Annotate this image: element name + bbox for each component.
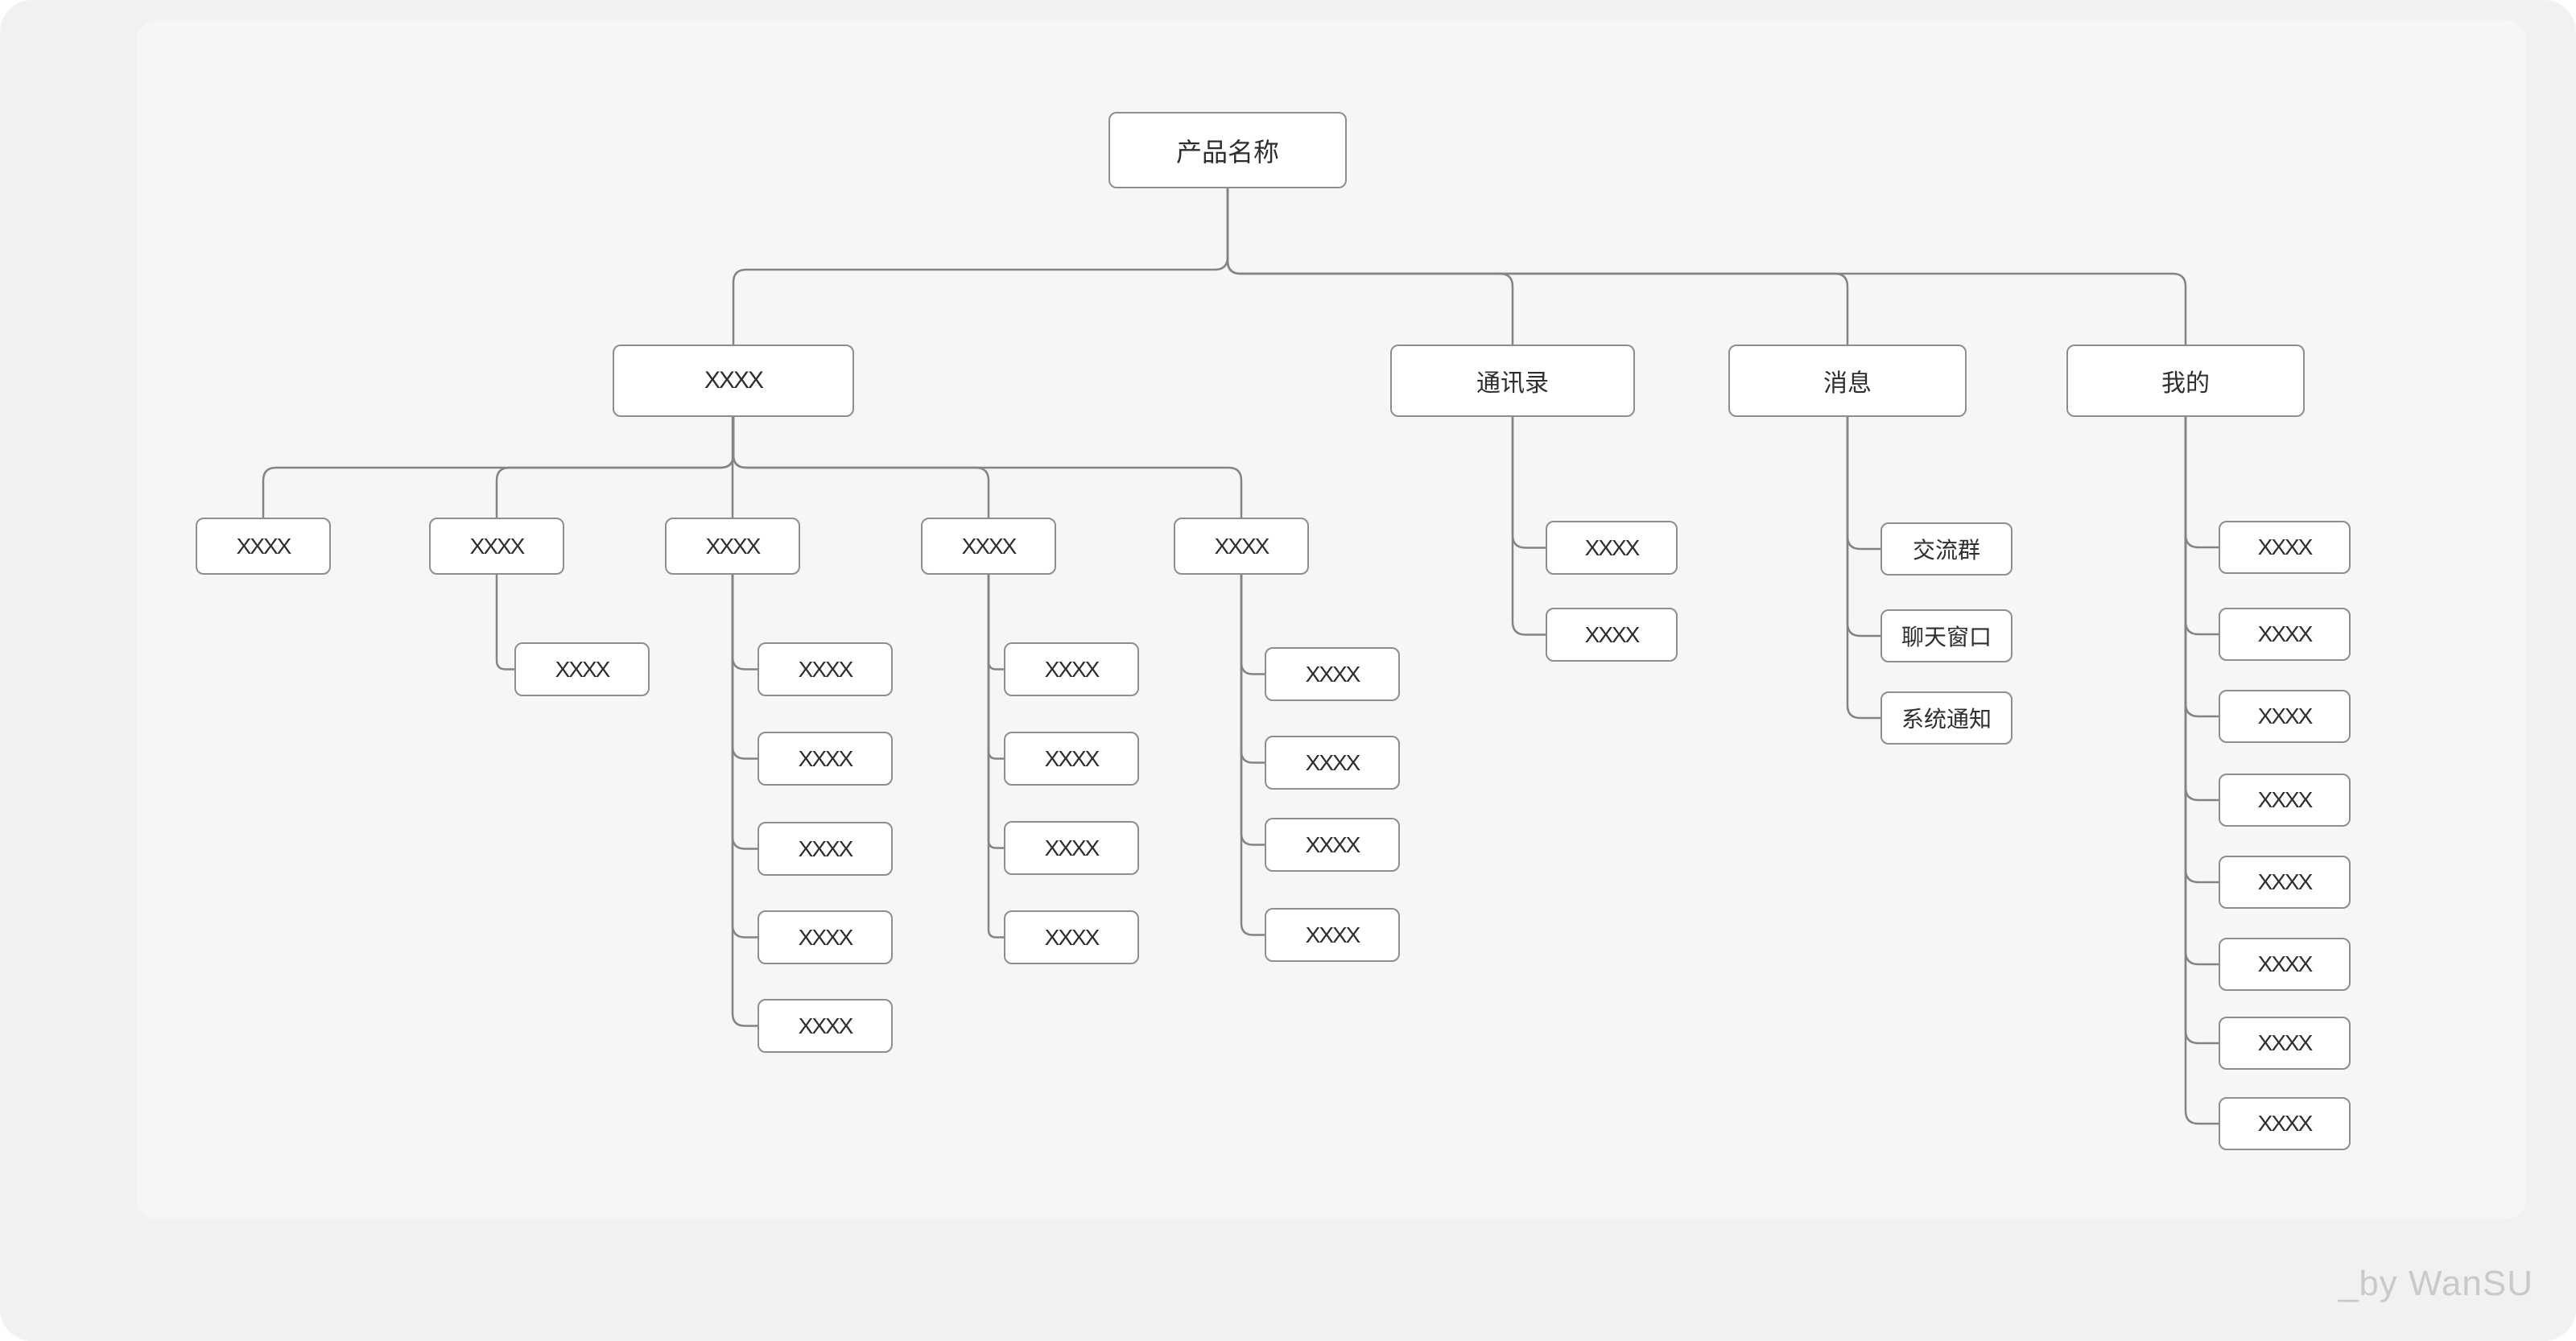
node-x1[interactable]: 交流群: [1880, 522, 2013, 576]
node-w6[interactable]: XXXX: [2219, 938, 2351, 991]
connector-edge-e-e2: [1241, 575, 1265, 763]
node-m2[interactable]: 通讯录: [1390, 345, 1635, 417]
connector-edge-m4-w4: [2186, 417, 2219, 800]
node-c1[interactable]: XXXX: [758, 642, 893, 696]
node-d3[interactable]: XXXX: [1004, 821, 1139, 875]
node-e4[interactable]: XXXX: [1265, 908, 1400, 962]
node-c2[interactable]: XXXX: [758, 732, 893, 786]
node-c5[interactable]: XXXX: [758, 999, 893, 1053]
node-w1[interactable]: XXXX: [2219, 521, 2351, 574]
node-x2[interactable]: 聊天窗口: [1880, 609, 2013, 662]
connector-edge-m2-t1: [1513, 417, 1546, 548]
connector-edge-m1-e: [733, 417, 1241, 518]
node-w8[interactable]: XXXX: [2219, 1097, 2351, 1150]
node-w4[interactable]: XXXX: [2219, 774, 2351, 827]
connector-edge-c-c3: [733, 575, 758, 849]
node-root[interactable]: 产品名称: [1108, 112, 1347, 188]
node-c[interactable]: XXXX: [665, 518, 800, 575]
node-d[interactable]: XXXX: [921, 518, 1056, 575]
node-b[interactable]: XXXX: [429, 518, 564, 575]
connector-edge-m3-x3: [1847, 417, 1880, 718]
node-m4[interactable]: 我的: [2066, 345, 2305, 417]
connector-edge-m4-w1: [2186, 417, 2219, 547]
node-e2[interactable]: XXXX: [1265, 736, 1400, 790]
node-e1[interactable]: XXXX: [1265, 647, 1400, 701]
connector-edge-root-m4: [1228, 188, 2186, 345]
connector-edge-root-m3: [1228, 188, 1847, 345]
node-m3[interactable]: 消息: [1728, 345, 1967, 417]
node-e[interactable]: XXXX: [1174, 518, 1309, 575]
watermark-text: _by WanSU: [2339, 1265, 2533, 1302]
connector-edge-m4-w5: [2186, 417, 2219, 882]
node-d4[interactable]: XXXX: [1004, 910, 1139, 964]
connector-edge-d-d1: [989, 575, 1004, 670]
connector-edge-root-m1: [733, 188, 1228, 345]
node-c4[interactable]: XXXX: [758, 910, 893, 964]
node-w5[interactable]: XXXX: [2219, 856, 2351, 909]
connector-edge-root-m2: [1228, 188, 1513, 345]
node-d1[interactable]: XXXX: [1004, 642, 1139, 696]
connector-edge-m3-x1: [1847, 417, 1880, 549]
node-e3[interactable]: XXXX: [1265, 818, 1400, 872]
node-c3[interactable]: XXXX: [758, 822, 893, 876]
connector-edge-c-c5: [733, 575, 758, 1026]
connector-edge-m2-t2: [1513, 417, 1546, 635]
node-m1[interactable]: XXXX: [613, 345, 854, 417]
connector-edge-e-e4: [1241, 575, 1265, 935]
connector-edge-m4-w7: [2186, 417, 2219, 1043]
node-x3[interactable]: 系统通知: [1880, 691, 2013, 745]
node-w3[interactable]: XXXX: [2219, 690, 2351, 743]
connector-edge-m3-x2: [1847, 417, 1880, 636]
node-w2[interactable]: XXXX: [2219, 608, 2351, 661]
node-t2[interactable]: XXXX: [1546, 608, 1678, 662]
node-w7[interactable]: XXXX: [2219, 1017, 2351, 1070]
connector-edge-m4-w8: [2186, 417, 2219, 1124]
connector-edge-b-b1: [497, 575, 514, 670]
connector-edge-d-d3: [989, 575, 1004, 848]
connector-edge-e-e3: [1241, 575, 1265, 845]
connector-edge-m4-w3: [2186, 417, 2219, 716]
node-t1[interactable]: XXXX: [1546, 521, 1678, 575]
node-a[interactable]: XXXX: [196, 518, 331, 575]
connector-edge-c-c1: [733, 575, 758, 670]
connector-edge-e-e1: [1241, 575, 1265, 675]
connector-edge-m4-w2: [2186, 417, 2219, 634]
connector-edge-m1-b: [497, 417, 733, 518]
node-d2[interactable]: XXXX: [1004, 732, 1139, 786]
node-b1[interactable]: XXXX: [514, 642, 650, 696]
